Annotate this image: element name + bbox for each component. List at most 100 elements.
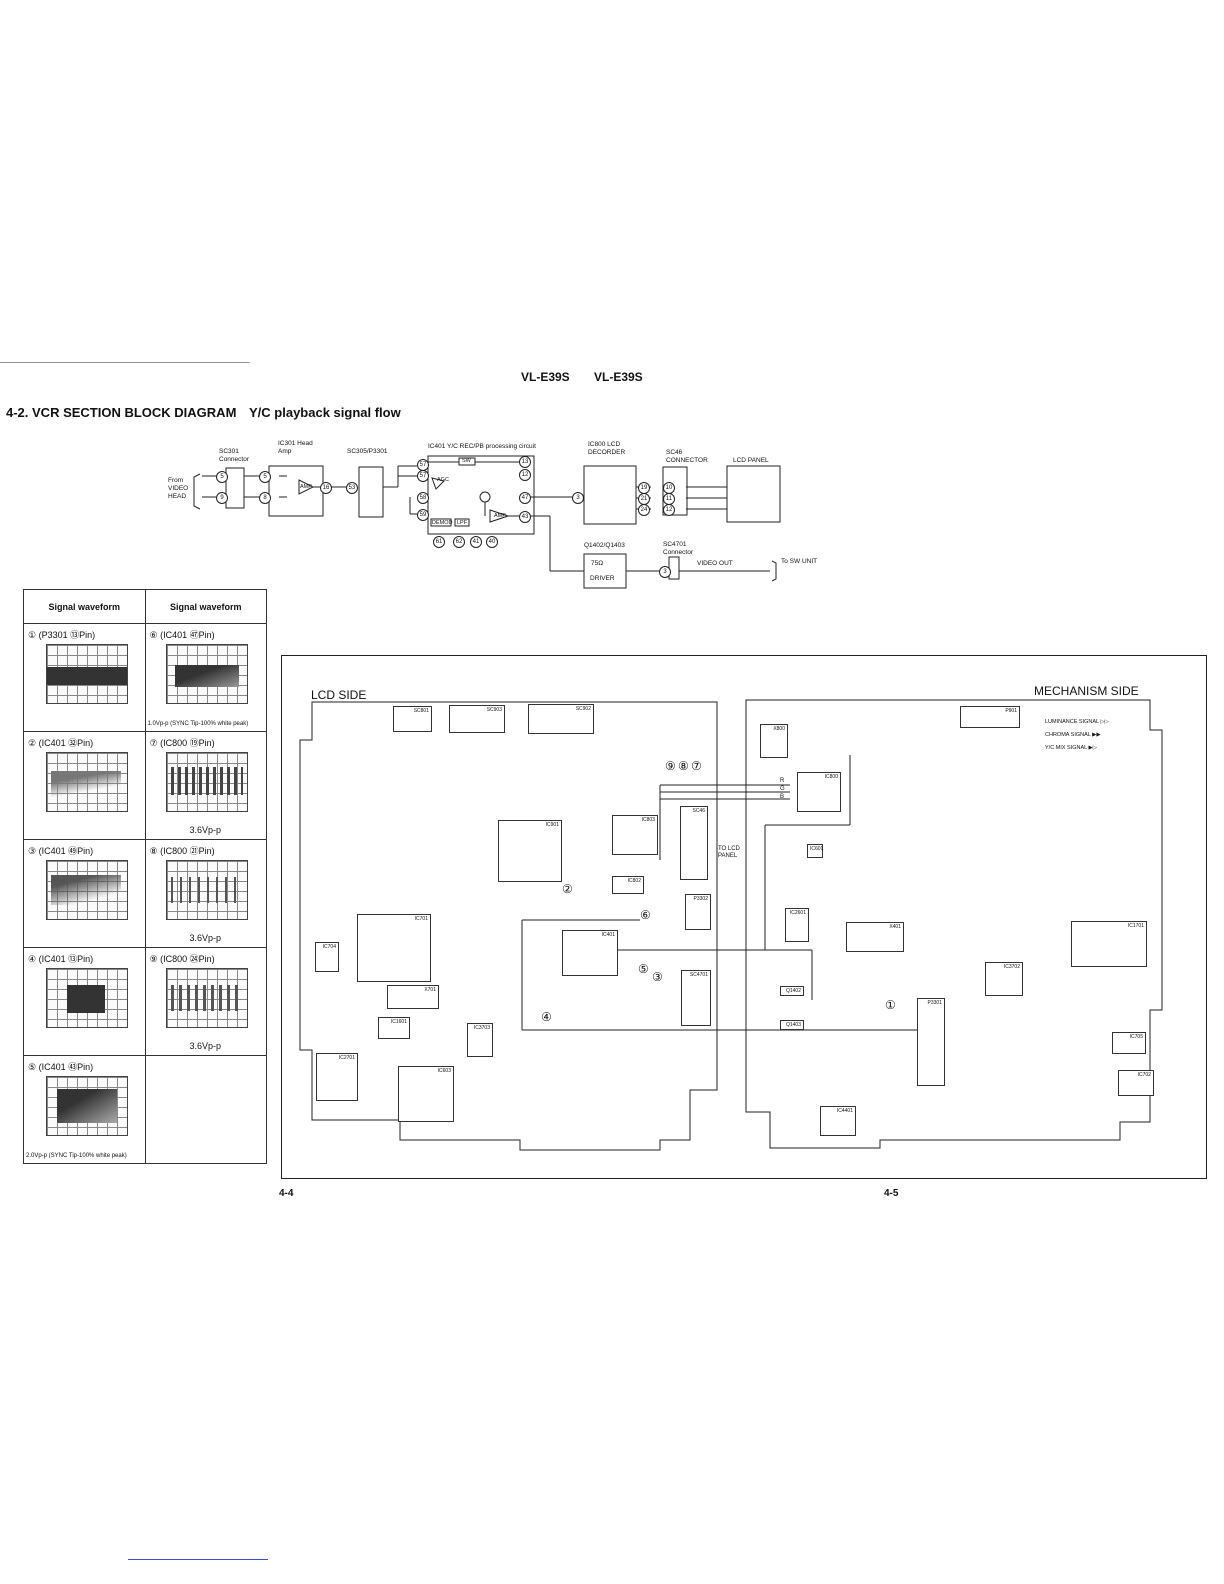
chip-x800: X800 xyxy=(760,724,788,758)
q1402-label: Q1402/Q1403 xyxy=(584,542,625,549)
arrow-icon: ▶▷ xyxy=(1088,745,1097,751)
chip-sc4701: SC4701 xyxy=(681,970,711,1026)
waveform-cell-6: ⑥ (IC401 ㊼Pin) 1.0Vp-p (SYNC Tip-100% wh… xyxy=(144,623,267,732)
driver-ohm-label: 75Ω xyxy=(591,560,604,567)
waveform-cell-empty xyxy=(144,1055,267,1164)
waveform-scope xyxy=(165,644,248,704)
waveform-label: ① (P3301 ⑬Pin) xyxy=(28,630,96,640)
model-right: VL-E39S xyxy=(594,370,643,384)
arrow-icon: ▷▷ xyxy=(1100,719,1109,725)
chip-ic803: IC803 xyxy=(612,815,658,855)
sc305-label: SC305/P3301 xyxy=(347,448,388,455)
pin-9-a: 9 xyxy=(216,492,228,504)
pin-40: 40 xyxy=(486,536,498,548)
sc301-label: SC301 Connector xyxy=(219,448,249,463)
pin-57b: 57 xyxy=(417,470,429,482)
chip-ic3702: IC3702 xyxy=(985,962,1023,996)
chip-x701: X701 xyxy=(387,985,439,1009)
waveform-scope xyxy=(46,1076,128,1136)
to-sw-label: To SW UNIT xyxy=(781,558,818,565)
chip-sc46: SC46 xyxy=(680,806,708,880)
waveform-scope xyxy=(165,752,248,812)
marker-3: ③ xyxy=(652,970,663,984)
waveform-cell-5: ⑤ (IC401 ㊸Pin) 2.0Vp-p (SYNC Tip-100% wh… xyxy=(23,1055,146,1164)
pcb-outline xyxy=(299,699,1163,1151)
pin-47: 47 xyxy=(519,492,531,504)
chip-ic802: IC802 xyxy=(612,876,644,894)
marker-8: ⑧ xyxy=(678,759,689,773)
waveform-cell-2: ② (IC401 ㉜Pin) xyxy=(23,731,146,840)
waveform-scope xyxy=(46,644,128,704)
bottom-link-rule xyxy=(128,1559,268,1560)
pin-13: 13 xyxy=(519,456,531,468)
page-number-right: 4-5 xyxy=(884,1188,899,1199)
pin-16: 16 xyxy=(320,482,332,494)
legend-item: CHROMA SIGNAL ▶▶ xyxy=(1045,729,1109,742)
chip-p3301: P3301 xyxy=(917,998,945,1086)
pin-24: 24 xyxy=(638,504,650,516)
pin-53: 53 xyxy=(346,482,358,494)
waveform-label: ⑦ (IC800 ⑲Pin) xyxy=(149,738,215,748)
waveform-cell-7: ⑦ (IC800 ⑲Pin) 3.6Vp-p xyxy=(144,731,267,840)
pin-3-sc4701: 3 xyxy=(659,566,671,578)
agc-label: AGC xyxy=(437,477,449,483)
chip-x401: X401 xyxy=(846,922,904,952)
ic401-label: IC401 Y/C REC/PB processing circuit xyxy=(428,443,536,450)
waveform-cell-8: ⑧ (IC800 ㉑Pin) 3.6Vp-p xyxy=(144,839,267,948)
page-number-left: 4-4 xyxy=(279,1188,294,1199)
marker-1: ① xyxy=(885,998,896,1012)
pin-58: 58 xyxy=(417,492,429,504)
chip-ic401: IC401 xyxy=(562,930,618,976)
waveform-scope xyxy=(165,860,248,920)
video-out-label: VIDEO OUT xyxy=(697,560,733,567)
sc4701-label: SC4701 Connector xyxy=(663,541,693,556)
marker-5: ⑤ xyxy=(638,962,649,976)
rgb-b: B xyxy=(780,794,785,800)
legend-luminance: LUMINANCE SIGNAL xyxy=(1045,719,1099,725)
chip-ic1601: IC1601 xyxy=(378,1017,410,1039)
waveform-note: 2.0Vp-p (SYNC Tip-100% white peak) xyxy=(26,1153,127,1159)
pin-59: 59 xyxy=(417,509,429,521)
marker-4: ④ xyxy=(541,1010,552,1024)
chip-ic2701: IC2701 xyxy=(316,1053,358,1101)
pin-5-a: 5 xyxy=(216,471,228,483)
section-title: 4-2. VCR SECTION BLOCK DIAGRAM xyxy=(6,405,237,420)
waveform-label: ⑤ (IC401 ㊸Pin) xyxy=(28,1062,94,1072)
waveform-scope xyxy=(46,968,128,1028)
pin-62: 62 xyxy=(453,536,465,548)
chip-q1402: Q1402 xyxy=(780,986,804,996)
marker-9: ⑨ xyxy=(665,759,676,773)
chip-ic2601: IC2601 xyxy=(785,908,809,942)
pin-41: 41 xyxy=(470,536,482,548)
waveform-scope xyxy=(46,752,128,812)
waveform-cell-1: ① (P3301 ⑬Pin) xyxy=(23,623,146,732)
ic800-label: IC800 LCD DECORDER xyxy=(588,441,626,456)
sw-label: SW xyxy=(462,458,471,464)
chip-q1403: Q1403 xyxy=(780,1020,804,1030)
lpf-label: LPF xyxy=(457,520,468,526)
legend-item: Y/C MIX SIGNAL ▶▷ xyxy=(1045,742,1109,755)
waveform-cell-4: ④ (IC401 ⑬Pin) xyxy=(23,947,146,1056)
waveform-cell-9: ⑨ (IC800 ㉔Pin) 3.6Vp-p xyxy=(144,947,267,1056)
section-subtitle: Y/C playback signal flow xyxy=(249,405,401,420)
lcd-panel-label: LCD PANEL xyxy=(733,457,769,464)
pin-43: 43 xyxy=(519,511,531,523)
waveform-table: Signal waveform Signal waveform ① (P3301… xyxy=(23,589,267,1164)
legend-yc-mix: Y/C MIX SIGNAL xyxy=(1045,745,1087,751)
chip-ic3703: IC3703 xyxy=(467,1023,493,1057)
chip-ic701: IC701 xyxy=(357,914,431,982)
demod-label: DEMOD xyxy=(432,520,453,526)
block-wiring xyxy=(193,455,781,589)
chip-sc903: SC903 xyxy=(449,705,505,733)
chip-ic601: IC601 xyxy=(807,844,823,858)
sc46-label: SC46 CONNECTOR xyxy=(666,449,708,464)
legend-chroma: CHROMA SIGNAL xyxy=(1045,732,1091,738)
amp2-label: AMP xyxy=(494,513,506,519)
model-left: VL-E39S xyxy=(521,370,570,384)
pin-12: 12 xyxy=(519,469,531,481)
waveform-cell-3: ③ (IC401 ㊾Pin) xyxy=(23,839,146,948)
legend: LUMINANCE SIGNAL ▷▷ CHROMA SIGNAL ▶▶ Y/C… xyxy=(1045,716,1109,755)
chip-p3302: P3302 xyxy=(685,894,711,930)
from-head-label: From VIDEO HEAD xyxy=(168,477,189,500)
marker-2: ② xyxy=(562,882,573,896)
